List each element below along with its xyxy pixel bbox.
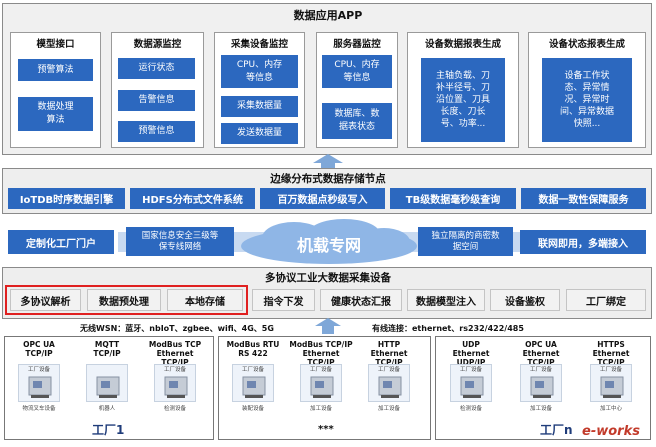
module-title: 设备状态报表生成 bbox=[548, 39, 625, 50]
device-protocol-label: OPC UA Ethernet TCP/IP bbox=[522, 340, 560, 367]
cloud-label: 机载专网 bbox=[296, 236, 361, 255]
collector-item: 工厂绑定 bbox=[566, 289, 646, 311]
device-caption: 物流叉车设备 bbox=[22, 406, 56, 412]
edge-storage-title: 边缘分布式数据存储节点 bbox=[270, 173, 386, 185]
device-caption: 加工设备 bbox=[529, 406, 552, 412]
wired-connection-label: 有线连接：ethernet、rs232/422/485 bbox=[372, 324, 524, 333]
cloud-icon bbox=[241, 219, 417, 264]
device-tag: 工厂设备 bbox=[377, 367, 400, 373]
module-item: 主轴负载、刀 补半径号、刀 沿位置、刀具 长度、刀长 号、功率... bbox=[421, 58, 505, 142]
device-image bbox=[520, 364, 562, 402]
device-protocol-label: HTTP Ethernet TCP/IP bbox=[370, 340, 408, 367]
multi-access: 联网即用，多端接入 bbox=[520, 230, 646, 254]
device-image bbox=[18, 364, 60, 402]
collector-item: 数据预处理 bbox=[87, 289, 161, 311]
module-item: 发送数据量 bbox=[221, 123, 298, 144]
device-caption: 加工设备 bbox=[377, 406, 400, 412]
device-image bbox=[300, 364, 342, 402]
device-caption: 检测设备 bbox=[459, 406, 482, 412]
storage-item: HDFS分布式文件系统 bbox=[130, 188, 255, 209]
storage-item: 百万数据点秒级写入 bbox=[260, 188, 385, 209]
collector-title: 多协议工业大数据采集设备 bbox=[265, 272, 391, 284]
device-tag: 工厂设备 bbox=[459, 367, 482, 373]
factory-portal: 定制化工厂门户 bbox=[8, 230, 114, 254]
machine-icon bbox=[600, 376, 624, 398]
machine-icon bbox=[460, 376, 484, 398]
device-protocol-label: UDP Ethernet UDP/IP bbox=[452, 340, 490, 367]
storage-item: TB级数据毫秒级查询 bbox=[390, 188, 516, 209]
device-caption: 检测设备 bbox=[163, 406, 186, 412]
factory-label: 工厂n bbox=[540, 423, 573, 437]
device-protocol-label: ModBus RTU RS 422 bbox=[226, 340, 280, 358]
module-item: 数据处理 算法 bbox=[18, 97, 93, 131]
collector-item: 多协议解析 bbox=[10, 289, 81, 311]
device-tag: 工厂设备 bbox=[27, 367, 50, 373]
collector-item: 数据模型注入 bbox=[407, 289, 485, 311]
machine-icon bbox=[28, 376, 52, 398]
module-title: 模型接口 bbox=[36, 39, 75, 50]
machine-icon bbox=[530, 376, 554, 398]
data-app-title: 数据应用APP bbox=[293, 9, 363, 22]
device-protocol-label: MQTT TCP/IP bbox=[93, 340, 121, 358]
device-caption: 加工中心 bbox=[599, 406, 622, 412]
device-protocol-label: ModBus TCP Ethernet TCP/IP bbox=[148, 340, 202, 367]
module-item: CPU、内存 等信息 bbox=[322, 55, 392, 88]
isolated-data-space: 独立隔离的商密数 据空间 bbox=[418, 227, 513, 256]
machine-icon bbox=[96, 376, 120, 398]
module-title: 设备数据报表生成 bbox=[424, 39, 501, 50]
up-arrow-icon bbox=[313, 154, 343, 172]
device-tag: 工厂设备 bbox=[529, 367, 552, 373]
watermark-logo: e-works bbox=[582, 424, 640, 439]
collector-item: 健康状态汇报 bbox=[320, 289, 402, 311]
storage-item: 数据一致性保障服务 bbox=[521, 188, 646, 209]
module-item: 预警信息 bbox=[118, 121, 195, 142]
module-item: 数据库、数 据表状态 bbox=[322, 103, 392, 139]
secure-line-network: 国家信息安全三级等 保专线网络 bbox=[126, 227, 234, 256]
device-caption: 机器人 bbox=[98, 406, 116, 412]
machine-icon bbox=[242, 376, 266, 398]
wireless-connection-label: 无线WSN：蓝牙、nbIoT、zgbee、wifi、4G、5G bbox=[80, 324, 274, 333]
device-tag: 工厂设备 bbox=[599, 367, 622, 373]
device-caption: 加工设备 bbox=[309, 406, 332, 412]
module-title: 服务器监控 bbox=[333, 39, 381, 50]
device-image bbox=[154, 364, 196, 402]
module-title: 数据源监控 bbox=[133, 39, 182, 50]
storage-item: IoTDB时序数据引擎 bbox=[8, 188, 125, 209]
device-image bbox=[450, 364, 492, 402]
machine-icon bbox=[310, 376, 334, 398]
module-item: 告警信息 bbox=[118, 90, 195, 111]
device-tag: 工厂设备 bbox=[163, 367, 186, 373]
module-item: CPU、内存 等信息 bbox=[221, 55, 298, 88]
module-title: 采集设备监控 bbox=[230, 39, 288, 50]
device-protocol-label: HTTPS Ethernet TCP/IP bbox=[592, 340, 630, 367]
device-image bbox=[86, 364, 128, 402]
collector-item: 本地存储 bbox=[167, 289, 243, 311]
collector-item: 设备鉴权 bbox=[490, 289, 560, 311]
device-protocol-label: OPC UA TCP/IP bbox=[23, 340, 55, 358]
highlight-outline bbox=[5, 285, 248, 315]
module-item: 运行状态 bbox=[118, 58, 195, 79]
device-image bbox=[232, 364, 274, 402]
device-image bbox=[368, 364, 410, 402]
module-item: 预警算法 bbox=[18, 59, 93, 81]
machine-icon bbox=[378, 376, 402, 398]
factory-label: *** bbox=[318, 424, 334, 435]
module-item: 采集数据量 bbox=[221, 96, 298, 117]
factory-label: 工厂1 bbox=[92, 423, 125, 437]
collector-item: 指令下发 bbox=[252, 289, 315, 311]
device-tag: 工厂设备 bbox=[241, 367, 264, 373]
device-tag: 工厂设备 bbox=[309, 367, 332, 373]
module-item: 设备工作状 态、异常情 况、异常时 间、异常数据 快照... bbox=[542, 58, 632, 142]
device-caption: 装配设备 bbox=[241, 406, 264, 412]
machine-icon bbox=[164, 376, 188, 398]
device-protocol-label: ModBus TCP/IP Ethernet TCP/IP bbox=[289, 340, 353, 367]
device-image bbox=[590, 364, 632, 402]
up-arrow-icon bbox=[315, 318, 341, 334]
